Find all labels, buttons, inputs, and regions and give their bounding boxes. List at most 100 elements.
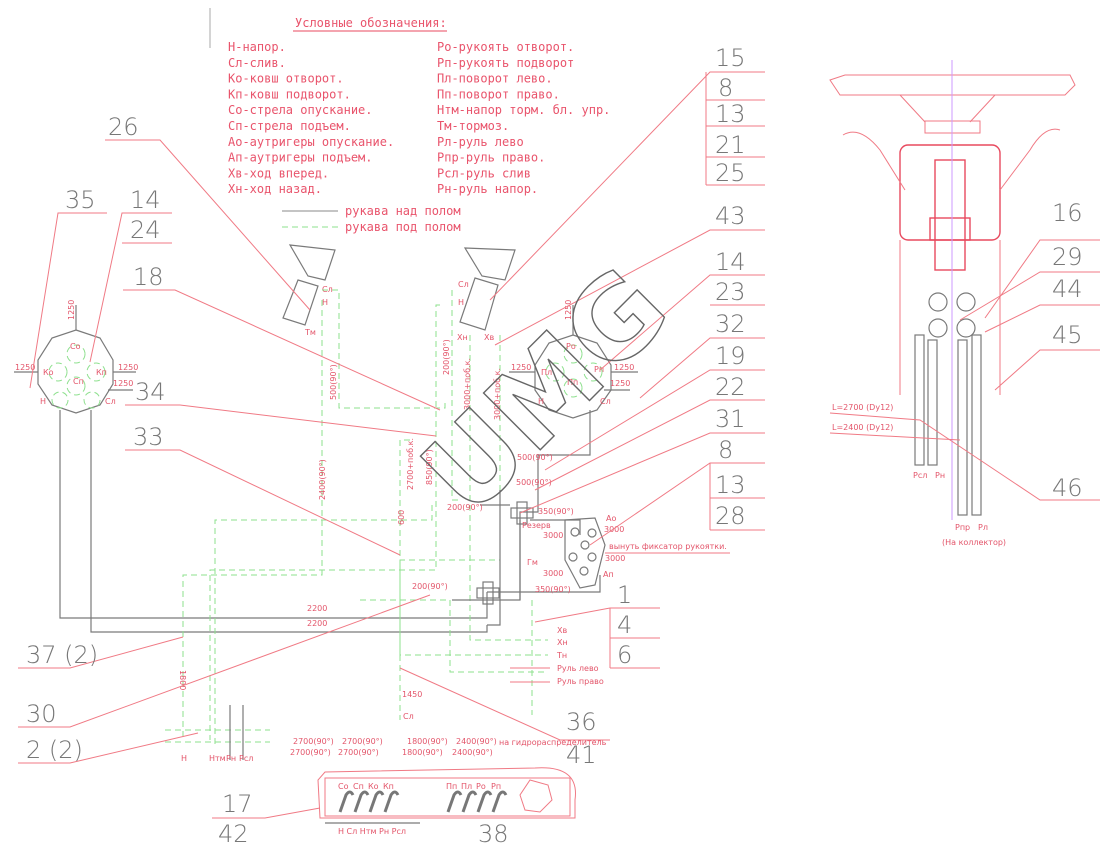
dimension-label: 1250 (113, 379, 133, 388)
legend-item: Ко-ковш отворот. (228, 72, 344, 86)
legend-item: Тм-тормоз. (437, 119, 509, 133)
travel-outlets: Хв Хн Тн Руль лево Руль право Н Нтм Рн Р… (181, 626, 604, 763)
control-lever[interactable]: Ко (368, 782, 385, 813)
callout-number: 8 (718, 74, 733, 102)
control-lever[interactable]: Сп (353, 782, 370, 813)
legend: Условные обозначения: Н-напор.Сл-слив.Ко… (209, 8, 610, 234)
dimension-label: 200(90°) (442, 339, 451, 375)
legend-item: Рпр-руль право. (437, 151, 545, 165)
dimension-label: 2400(90°) (456, 737, 497, 746)
callout-number: 22 (715, 373, 746, 401)
dimension-label: 1250 (610, 379, 630, 388)
legend-item: Н-напор. (228, 40, 286, 54)
above-floor-hoses (229, 410, 606, 760)
callout-number: 19 (715, 342, 746, 370)
control-lever[interactable]: Ро (476, 782, 493, 813)
port-label: Рн (226, 754, 236, 763)
dimension-label: 500(90°) (516, 478, 552, 487)
dimension-label: 2200 (307, 619, 327, 628)
callout-number: 31 (715, 405, 746, 433)
callout-number: 38 (478, 820, 509, 848)
control-lever[interactable]: Кп (383, 782, 400, 813)
dimension-label: 2400(90°) (318, 459, 327, 500)
port-label: Тм (304, 328, 316, 337)
dimension-label: 3000 (605, 554, 625, 563)
port-label: Сл (458, 280, 469, 289)
port-label: Пл (541, 368, 552, 377)
dimension-label: 3000+поб.к. (463, 358, 472, 410)
port-label: Резерв (522, 521, 551, 530)
port-label: Руль лево (557, 664, 599, 673)
dimension-label: 500(90°) (517, 453, 553, 462)
legend-item: Нтм-напор торм. бл. упр. (437, 103, 610, 117)
port-label: Хв (484, 333, 494, 342)
legend-item: Пп-поворот право. (437, 87, 560, 101)
callout-number: 17 (222, 790, 253, 818)
callout-number: 8 (718, 436, 733, 464)
legend-item: Сл-слив. (228, 56, 286, 70)
under-floor-hoses (165, 289, 548, 745)
legend-item: Со-стрела опускание. (228, 103, 373, 117)
port-label: (На коллектор) (942, 538, 1006, 547)
dimension-label: 3000 (543, 531, 563, 540)
dimension-label: 350(90°) (535, 585, 571, 594)
valve-note: вынуть фиксатор рукоятки. (609, 542, 727, 551)
dimension-label: 2700(90°) (290, 748, 331, 757)
callout-number: 15 (715, 44, 746, 72)
legend-line-below: рукава под полом (345, 220, 461, 234)
port-label: Н (40, 397, 46, 406)
lever-label: Со (338, 782, 349, 791)
control-lever[interactable]: Пп (446, 782, 463, 813)
port-label: Сл (105, 397, 116, 406)
dimension-label: 3000 (543, 569, 563, 578)
legend-item: Сп-стрела подъем. (228, 119, 351, 133)
legend-item: Ап-аутригеры подъем. (228, 151, 373, 165)
lever-label: Рп (491, 782, 501, 791)
port-label: Рн (935, 471, 945, 480)
callout-number: 33 (133, 423, 164, 451)
legend-item: Рн-руль напор. (437, 182, 538, 196)
dimension-label: 850(90°) (425, 449, 434, 485)
lever-label: Сп (353, 782, 364, 791)
dimension-label: 2700(90°) (293, 737, 334, 746)
control-lever[interactable]: Рп (491, 782, 508, 813)
port-label: Н (181, 754, 187, 763)
dimension-label: 2700(90°) (338, 748, 379, 757)
callout-number: 4 (617, 611, 632, 639)
port-label: Ао (606, 514, 616, 523)
legend-item: Ао-аутригеры опускание. (228, 135, 394, 149)
callout-number: 32 (715, 310, 746, 338)
dimension-label: 1450 (402, 690, 422, 699)
right-pedal: Сл Н Хн Хв (457, 247, 516, 342)
port-label: Н Сл Нтм Рн Рсл (338, 827, 406, 836)
dimension-label: 500(90°) (329, 364, 338, 400)
dimension-label: 3000 (604, 525, 624, 534)
callout-number: 21 (715, 131, 746, 159)
legend-item: Ро-рукоять отворот. (437, 40, 574, 54)
port-label: Хн (457, 333, 468, 342)
dimension-label: 1800 (178, 670, 187, 690)
callout-number: 1 (617, 581, 632, 609)
control-lever[interactable]: Пл (461, 782, 478, 813)
dimension-label: 1250 (511, 363, 531, 372)
lever-label: Ко (368, 782, 379, 791)
legend-item: Рсл-руль слив (437, 166, 531, 180)
port-label: Гм (527, 558, 538, 567)
dimension-label: 1250 (67, 300, 76, 320)
port-label: Сп (73, 377, 84, 386)
port-label: Со (70, 342, 81, 351)
callout-number: 34 (135, 378, 166, 406)
hose-length-label: L=2700 (Dy12) (832, 403, 893, 412)
callout-number: 45 (1052, 321, 1083, 349)
callout-number: 43 (715, 202, 746, 230)
control-lever[interactable]: Со (338, 782, 355, 813)
port-label: Кп (96, 368, 107, 377)
lever-label: Пп (446, 782, 457, 791)
hose-dimensions: 500(90°) 2400(90°) 2700+поб.к. 850(90°) … (178, 339, 574, 721)
legend-item: Кп-ковш подворот. (228, 87, 351, 101)
callout-number: 6 (617, 641, 632, 669)
port-label: Н (458, 298, 464, 307)
port-label: Н (322, 298, 328, 307)
